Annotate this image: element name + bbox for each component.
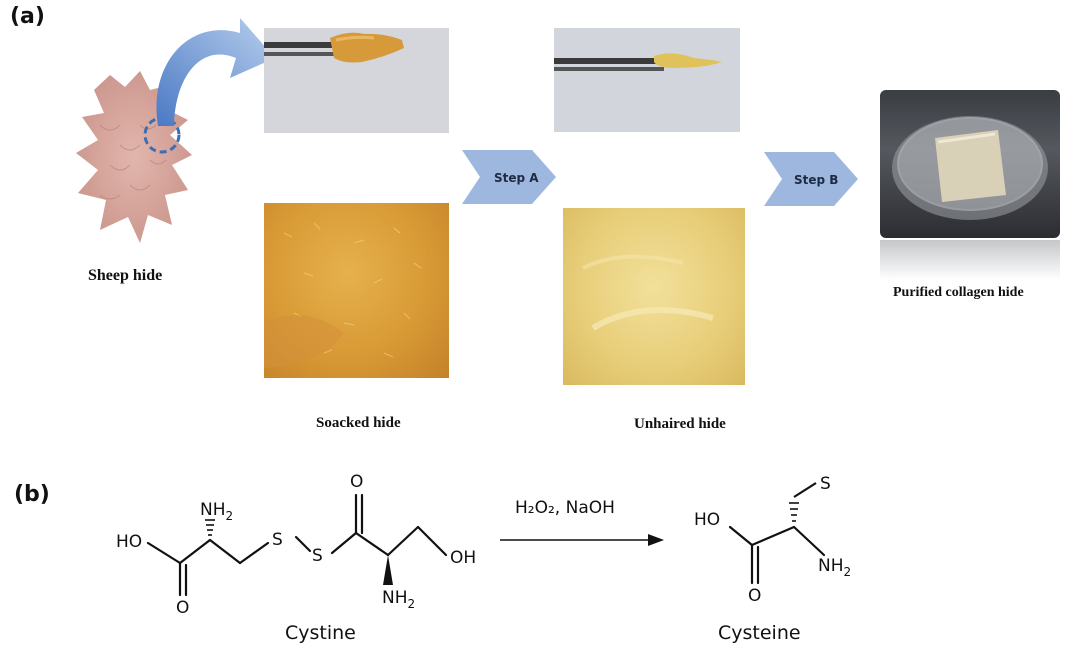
cystine-nh2-bottom-label: NH2 (382, 588, 415, 611)
cystine-nh2-top-label: NH2 (200, 500, 233, 523)
purified-collagen-reflection (880, 240, 1060, 280)
cystine-oh-label: OH (450, 548, 476, 568)
soaked-hide-photo (264, 203, 449, 378)
cysteine-o-label: O (748, 586, 761, 606)
cystine-name: Cystine (285, 622, 356, 644)
soaked-hide-caption: Soacked hide (316, 415, 401, 431)
cystine-s2-label: S (312, 546, 323, 566)
step-b-label: Step B (794, 173, 838, 187)
purified-caption: Purified collagen hide (893, 285, 1024, 300)
cysteine-nh2-label: NH2 (818, 556, 851, 579)
unhaired-hide-photo (563, 208, 745, 385)
cystine-o-bottom-label: O (176, 598, 189, 618)
cysteine-ho-label: HO (694, 510, 720, 530)
panel-a-label: (a) (10, 4, 45, 29)
cysteine-s-label: S (820, 474, 831, 494)
sheep-hide-caption: Sheep hide (88, 267, 163, 284)
step-a-label: Step A (494, 171, 539, 185)
soaked-hide-sample-photo (264, 28, 449, 133)
step-b-arrow: Step B (764, 152, 858, 206)
cystine-o-top-label: O (350, 472, 363, 492)
panel-b-label: (b) (14, 482, 50, 507)
reagents-label: H₂O₂, NaOH (515, 498, 615, 518)
unhaired-hide-caption: Unhaired hide (634, 416, 726, 432)
curved-arrow (156, 18, 275, 126)
reaction-arrow (500, 534, 664, 546)
cystine-s1-label: S (272, 530, 283, 550)
cystine-ho-label: HO (116, 532, 142, 552)
step-a-arrow: Step A (462, 150, 556, 204)
cysteine-name: Cysteine (718, 622, 801, 644)
unhaired-hide-sample-photo (554, 28, 740, 132)
cystine-structure: HO NH2 S S O O NH2 OH (116, 472, 476, 618)
purified-collagen-photo (880, 90, 1060, 238)
cysteine-structure: HO S NH2 O (694, 474, 851, 606)
